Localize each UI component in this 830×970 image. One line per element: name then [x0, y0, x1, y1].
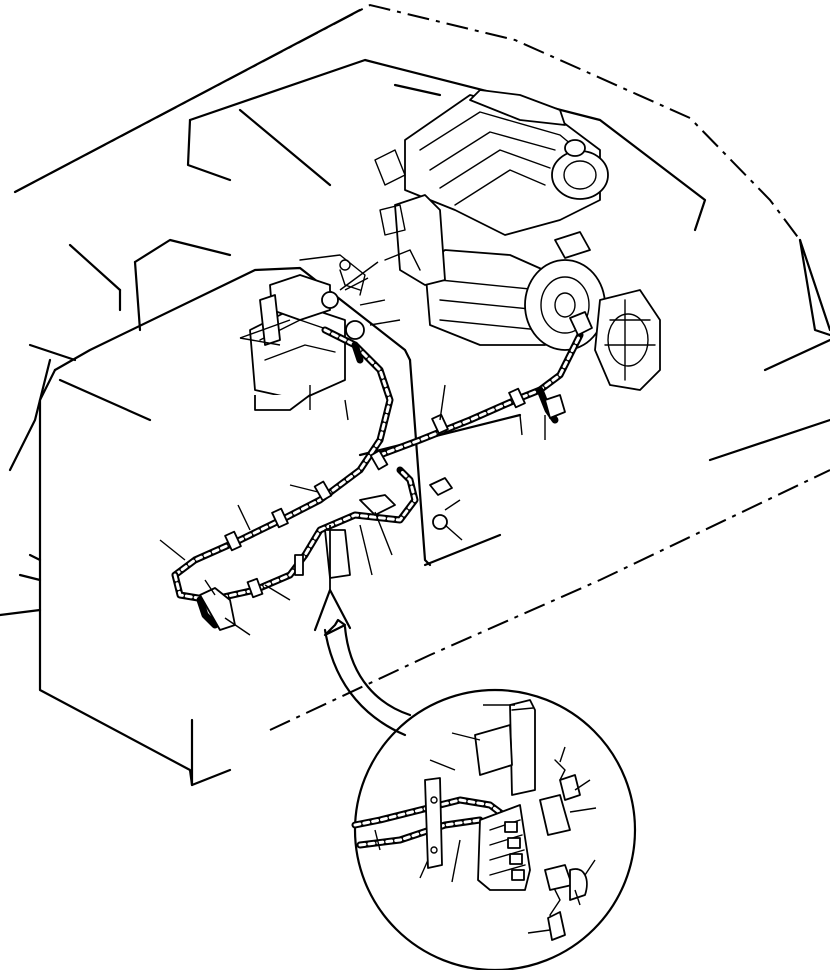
- engine: [374, 89, 661, 391]
- machine-body: [0, 3, 830, 731]
- detail-callout-circle: [351, 688, 637, 970]
- fuel-tank: [38, 266, 522, 787]
- valve-block: [249, 254, 366, 411]
- leader-lines: [159, 261, 546, 636]
- main-wiring-harness: [171, 311, 593, 631]
- detail-arrow: [313, 588, 412, 737]
